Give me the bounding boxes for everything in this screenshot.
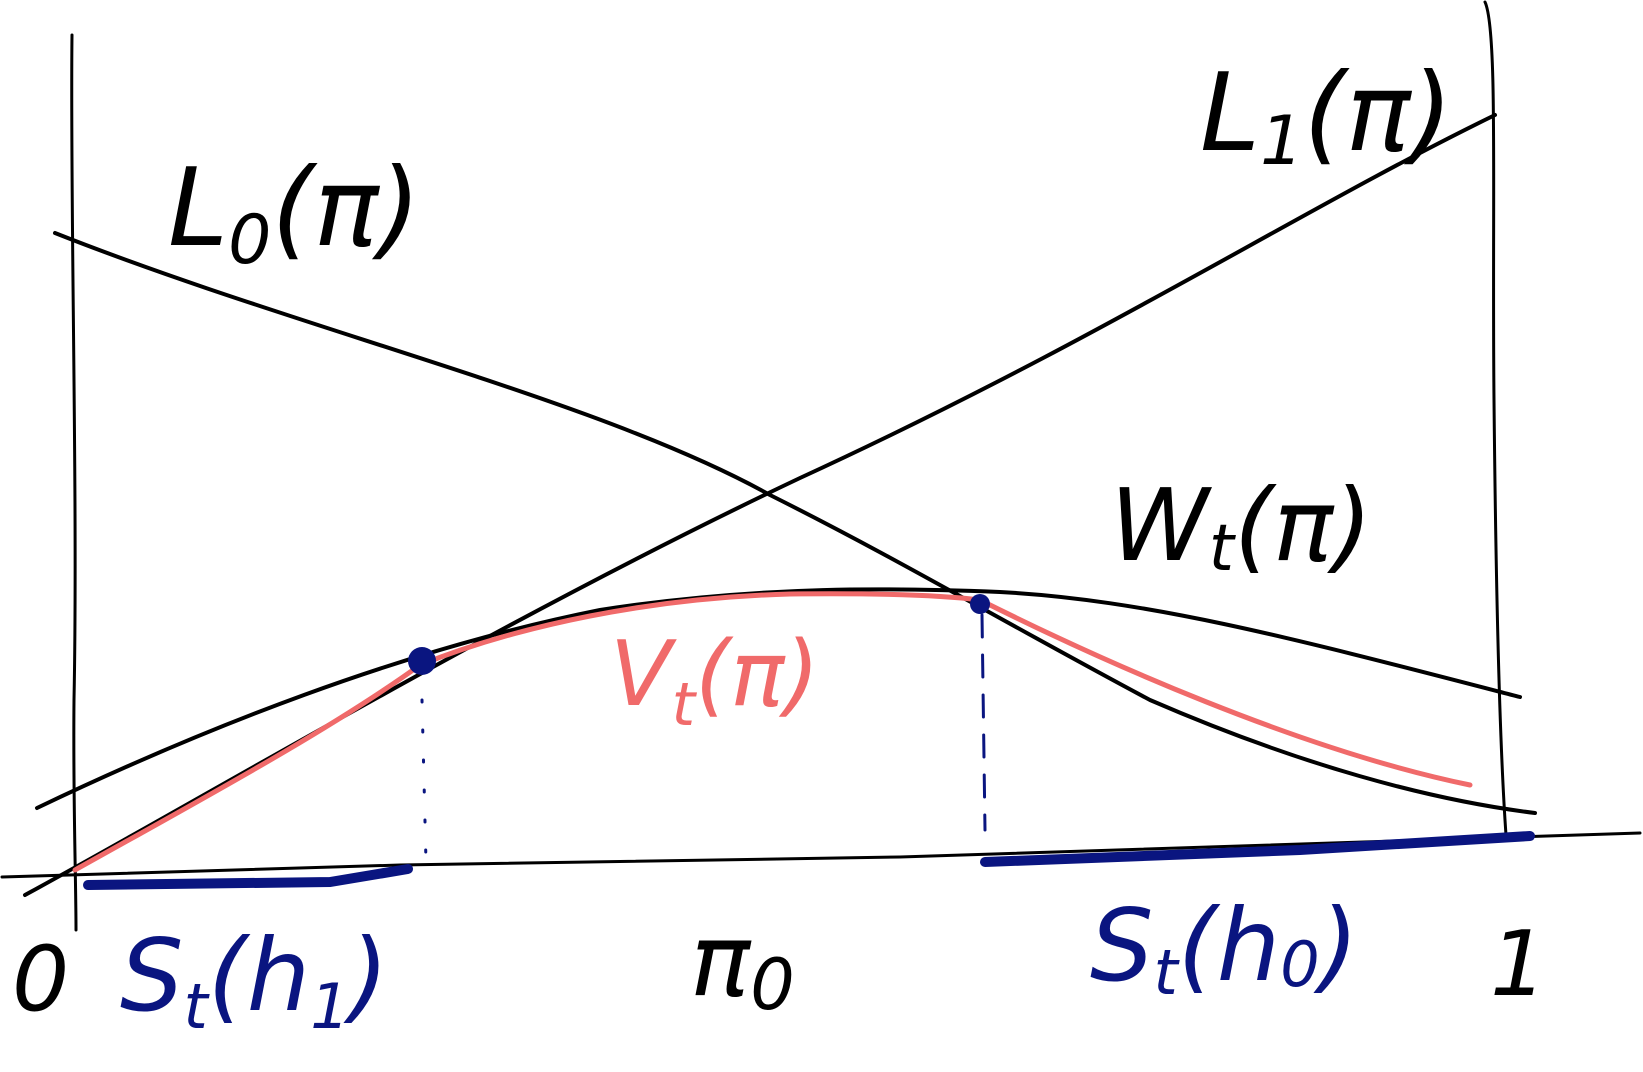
label-wt-main: W <box>1110 467 1212 584</box>
label-st-h1-argsub: 1 <box>310 970 349 1043</box>
vt-curve <box>72 591 1473 873</box>
label-st-h1-arg: (h <box>208 917 310 1034</box>
l0-line <box>53 231 1537 815</box>
label-st-h0-close: ) <box>1313 887 1359 1004</box>
label-st-h0-arg: (h <box>1178 887 1280 1004</box>
left-vertical-line <box>70 33 78 932</box>
label-st-h1-main: S <box>120 917 183 1034</box>
label-vt-sub: t <box>672 670 698 740</box>
axes <box>0 0 1642 932</box>
label-l1-sub: 1 <box>1260 102 1303 181</box>
label-x1: 1 <box>1490 912 1547 1017</box>
label-vt-arg: (π) <box>695 622 819 727</box>
label-st-h0-sub: t <box>1153 936 1180 1009</box>
label-wt-arg: (π) <box>1234 467 1372 584</box>
label-st-h0-argsub: 0 <box>1280 928 1319 1001</box>
label-x0: 0 <box>12 927 69 1032</box>
labels: L1(π) L0(π) Wt(π) Vt(π) 0 1 St(h1) π0 St… <box>12 51 1547 1043</box>
label-l1-main: L <box>1200 51 1260 176</box>
label-st-h1-close: ) <box>343 917 389 1034</box>
left-intersection-point <box>408 647 436 675</box>
label-l1-arg: (π) <box>1303 51 1452 176</box>
label-st-h0-main: S <box>1090 887 1153 1004</box>
label-pi0-sub: 0 <box>750 944 795 1026</box>
label-l0-arg: (π) <box>271 146 420 271</box>
left-drop-line <box>420 698 428 864</box>
label-pi0-main: π <box>690 902 752 1019</box>
label-st-h0: St(h0) <box>1090 887 1359 1009</box>
wt-curve <box>35 587 1522 810</box>
right-vertical-line <box>1483 0 1508 837</box>
label-l0: L0(π) <box>168 146 421 280</box>
right-intersection-point <box>970 594 990 614</box>
label-pi0: π0 <box>690 902 795 1026</box>
label-wt: Wt(π) <box>1110 467 1372 586</box>
l1-line <box>23 113 1497 897</box>
stopping-regions <box>83 831 1535 890</box>
label-vt-main: V <box>610 622 677 727</box>
st-h0-region <box>980 831 1535 867</box>
drop-lines <box>420 613 987 864</box>
right-drop-line <box>980 613 987 832</box>
st-h1-region <box>83 864 413 890</box>
label-vt: Vt(π) <box>610 622 820 740</box>
label-l0-main: L <box>168 146 228 271</box>
black-curves <box>23 113 1537 897</box>
label-l0-sub: 0 <box>228 201 271 280</box>
label-wt-sub: t <box>1209 512 1237 586</box>
label-st-h1-sub: t <box>183 970 210 1043</box>
label-st-h1: St(h1) <box>120 917 389 1043</box>
x-axis <box>0 831 1642 879</box>
blue-points <box>408 594 990 675</box>
label-l1: L1(π) <box>1200 51 1453 181</box>
